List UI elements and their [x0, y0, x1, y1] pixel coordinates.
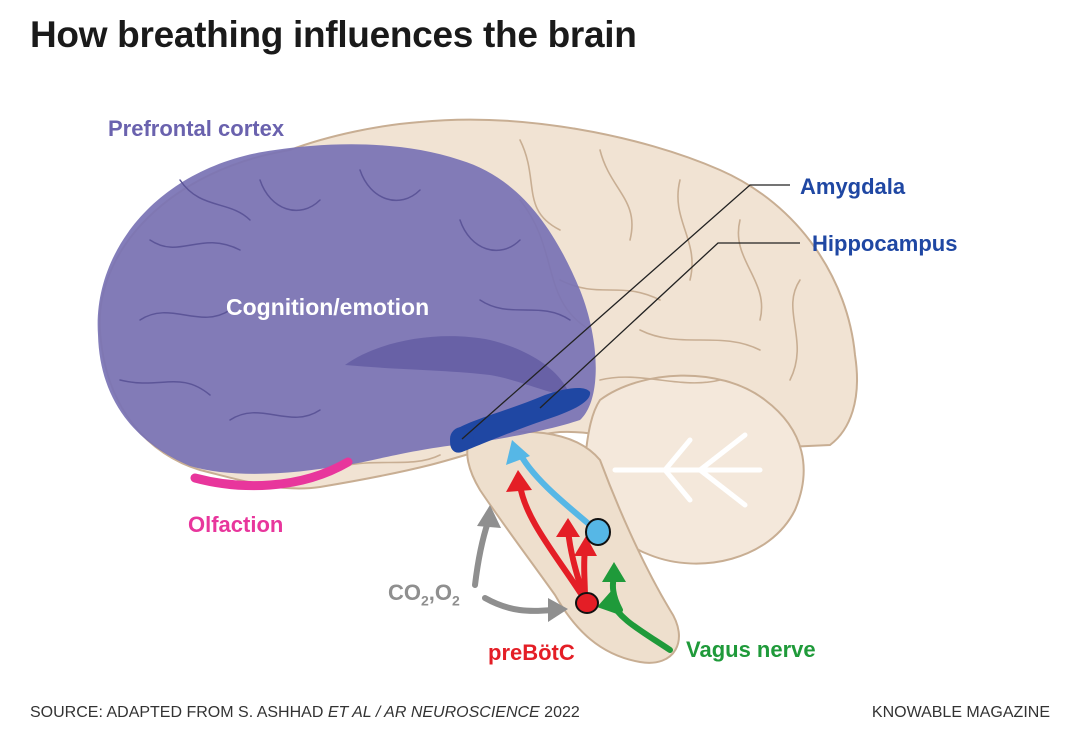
- hippocampus-leader-line: [539, 242, 800, 409]
- corpus-callosum: [345, 336, 570, 395]
- prefrontal-folds: [119, 169, 571, 421]
- gas-co: CO: [388, 580, 421, 605]
- amygdala-leader-line: [461, 184, 790, 440]
- amygdala-label: Amygdala: [800, 174, 906, 199]
- gas-arrowhead-up: [477, 505, 501, 528]
- gas-arrow-up: [472, 519, 491, 588]
- gas-arrow-right: [482, 595, 555, 614]
- publisher-brand: KNOWABLE MAGAZINE: [871, 704, 1050, 721]
- source-credit: SOURCE: ADAPTED FROM S. ASHHAD ET AL / A…: [30, 704, 580, 722]
- source-italic: ET AL / AR NEUROSCIENCE: [327, 704, 540, 721]
- gas-sub-b: 2: [452, 592, 460, 609]
- prebotc-label: preBötC: [488, 640, 575, 665]
- cerebellum-arbor: [612, 432, 763, 508]
- hippocampal-node: [585, 518, 611, 546]
- gas-sep: ,O: [428, 580, 453, 605]
- hippocampus-region: [450, 388, 591, 453]
- prebotc-node: [575, 592, 599, 614]
- source-prefix: SOURCE: ADAPTED FROM S. ASHHAD: [30, 704, 328, 721]
- gas-arrowhead-right: [548, 598, 568, 622]
- olfaction-label: Olfaction: [188, 512, 284, 537]
- cognition-emotion-label: Cognition/emotion: [226, 294, 430, 320]
- vagus-pathway-arrowhead-2: [597, 590, 617, 614]
- prebotc-pathway-arrow-1: [517, 482, 588, 603]
- prefrontal-cortex-region: [97, 144, 596, 474]
- gases-label: CO2,O2: [388, 580, 460, 608]
- prebotc-pathway-arrowhead-2: [556, 518, 580, 537]
- vagus-pathway-arrowhead-1: [602, 562, 626, 582]
- olfaction-band: [190, 457, 353, 491]
- source-year: 2022: [539, 704, 580, 721]
- gas-sub-a: 2: [421, 592, 429, 609]
- prebotc-pathway-arrowhead-3: [574, 536, 597, 556]
- hippocampus-label: Hippocampus: [812, 231, 958, 256]
- amygdala-pathway-arrowhead: [506, 440, 530, 465]
- prebotc-pathway-arrowhead-1: [506, 470, 532, 492]
- prefrontal-cortex-label: Prefrontal cortex: [108, 116, 285, 141]
- vagus-nerve-label: Vagus nerve: [686, 637, 816, 662]
- page-title: How breathing influences the brain: [30, 14, 637, 55]
